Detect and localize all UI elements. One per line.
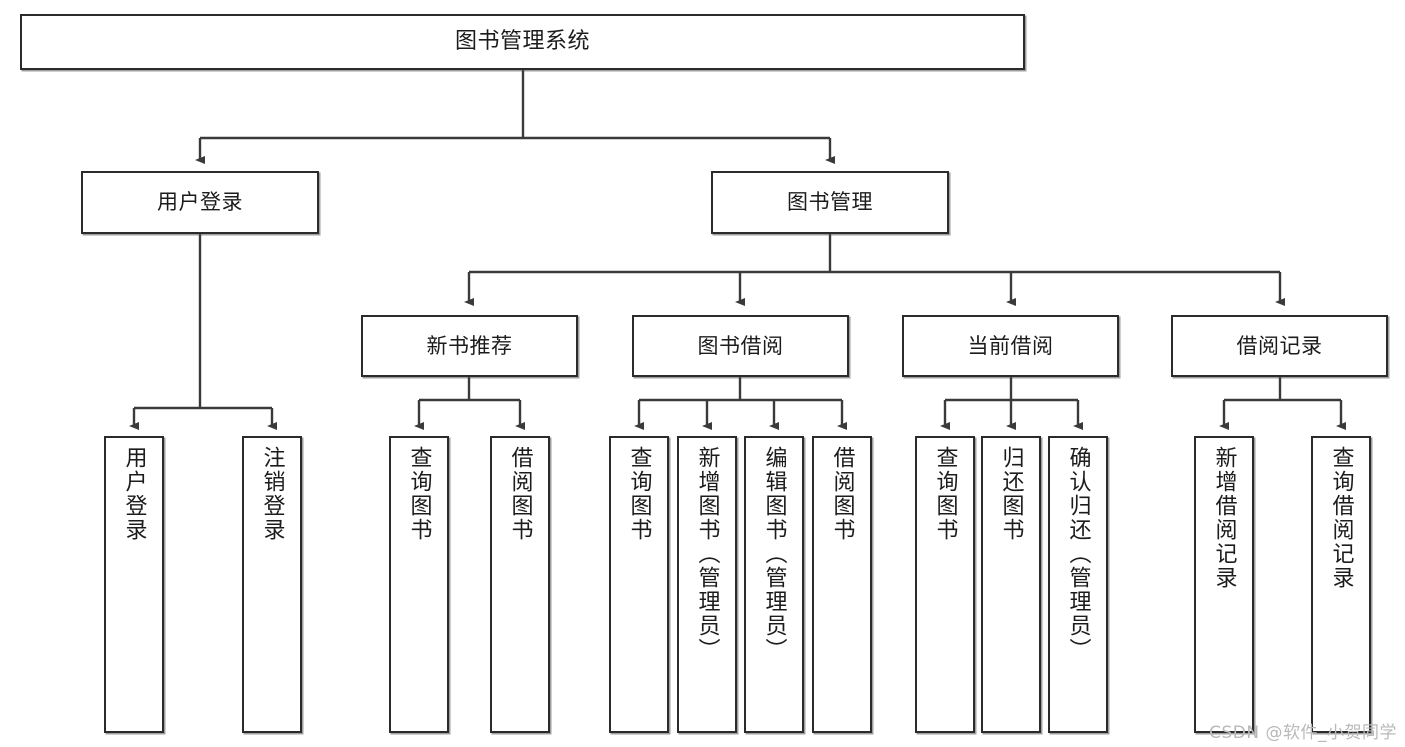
node-leaf-query-book-3[interactable]: 查询图书 — [915, 436, 975, 733]
node-label: 用户登录 — [121, 446, 147, 542]
node-label: 归还图书 — [998, 446, 1024, 542]
node-leaf-edit-book[interactable]: 编辑图书（管理员） — [744, 436, 804, 733]
node-label: 图书借阅 — [697, 333, 784, 358]
node-user-login[interactable]: 用户登录 — [81, 171, 319, 234]
node-label: 借阅记录 — [1236, 333, 1323, 358]
node-new-book-recommend[interactable]: 新书推荐 — [361, 315, 578, 377]
node-leaf-query-record[interactable]: 查询借阅记录 — [1311, 436, 1371, 733]
node-leaf-borrow-book-2[interactable]: 借阅图书 — [812, 436, 872, 733]
node-leaf-user-logout[interactable]: 注销登录 — [242, 436, 302, 733]
node-label: 新增图书（管理员） — [694, 446, 720, 662]
node-borrow-record[interactable]: 借阅记录 — [1171, 315, 1388, 377]
node-label: 查询图书 — [626, 446, 652, 542]
node-label: 编辑图书（管理员） — [761, 446, 787, 662]
node-leaf-return-book[interactable]: 归还图书 — [981, 436, 1041, 733]
node-label: 借阅图书 — [829, 446, 855, 542]
node-label: 图书管理 — [787, 190, 873, 215]
node-label: 查询图书 — [406, 446, 432, 542]
node-root-book-management-system[interactable]: 图书管理系统 — [20, 14, 1025, 70]
node-label: 确认归还（管理员） — [1065, 446, 1091, 662]
node-label: 用户登录 — [157, 190, 243, 215]
node-leaf-add-book[interactable]: 新增图书（管理员） — [677, 436, 737, 733]
node-leaf-add-record[interactable]: 新增借阅记录 — [1194, 436, 1254, 733]
node-leaf-query-book-2[interactable]: 查询图书 — [609, 436, 669, 733]
node-label: 新书推荐 — [426, 333, 513, 358]
node-label: 图书管理系统 — [454, 29, 590, 55]
node-label: 查询借阅记录 — [1328, 446, 1354, 590]
node-leaf-borrow-book-1[interactable]: 借阅图书 — [490, 436, 550, 733]
node-leaf-confirm-return[interactable]: 确认归还（管理员） — [1048, 436, 1108, 733]
node-current-borrow[interactable]: 当前借阅 — [902, 315, 1119, 377]
node-leaf-user-login[interactable]: 用户登录 — [104, 436, 164, 733]
node-label: 当前借阅 — [967, 333, 1054, 358]
node-book-management[interactable]: 图书管理 — [711, 171, 949, 234]
node-book-borrow[interactable]: 图书借阅 — [632, 315, 849, 377]
node-leaf-query-book-1[interactable]: 查询图书 — [389, 436, 449, 733]
node-label: 注销登录 — [259, 446, 285, 542]
node-label: 借阅图书 — [507, 446, 533, 542]
node-label: 新增借阅记录 — [1211, 446, 1237, 590]
csdn-watermark: CSDN @软件_小贺同学 — [1209, 723, 1397, 743]
node-label: 查询图书 — [932, 446, 958, 542]
